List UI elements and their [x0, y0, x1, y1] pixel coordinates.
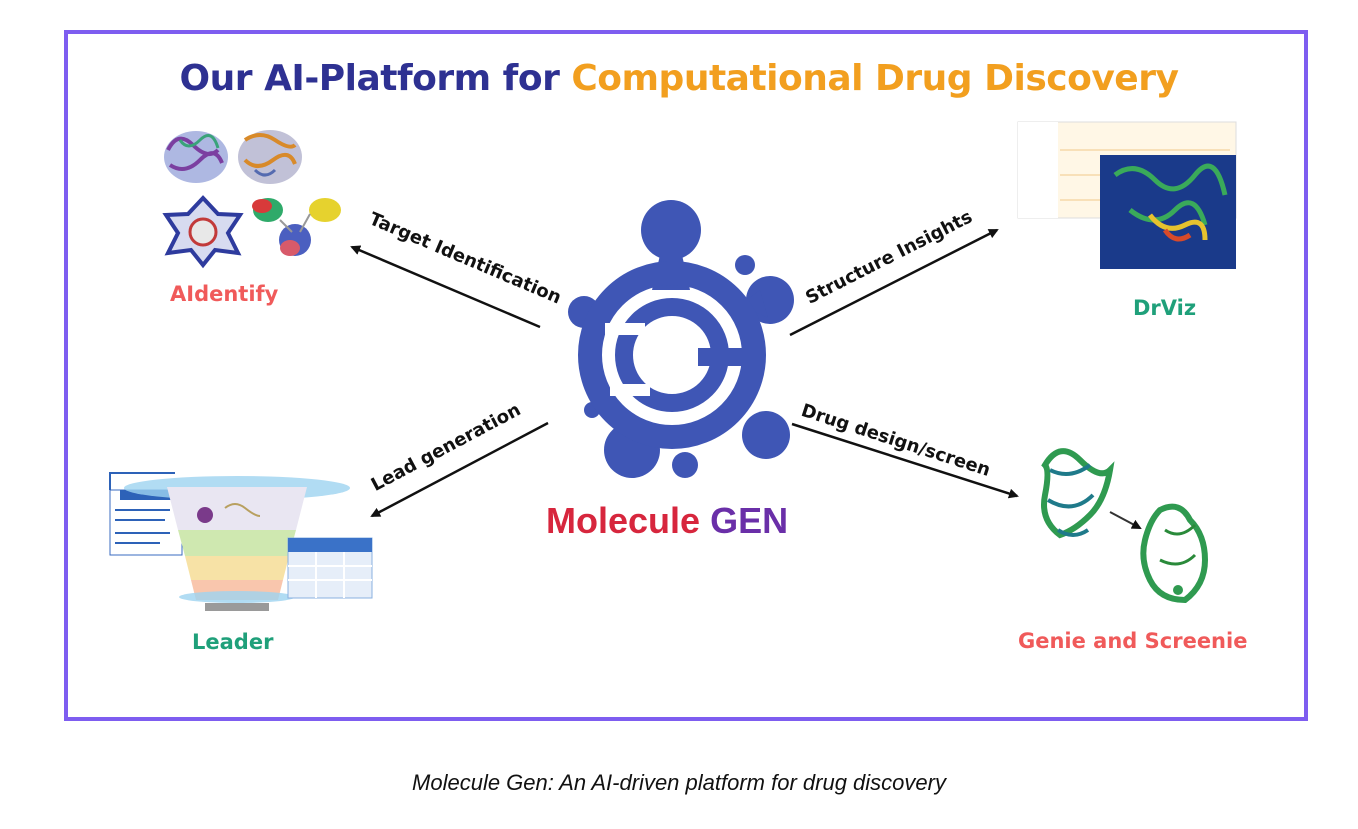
arrow-drug-design [791, 422, 1019, 499]
leader-funnel-diagram [109, 472, 373, 611]
protein-structure-4 [252, 198, 341, 256]
protein-structure-1 [164, 131, 228, 183]
aidentify-protein-images [162, 130, 341, 269]
module-label-aidentify: AIdentify [170, 282, 279, 306]
brand-part1: Molecule [546, 500, 701, 541]
module-label-leader: Leader [192, 630, 274, 654]
arrow-lead-generation [370, 421, 549, 518]
protein-structure-2 [238, 130, 302, 184]
title-primary: Our AI-Platform for [179, 58, 560, 99]
arrow-structure-insights [789, 228, 999, 337]
figure-caption: Molecule Gen: An AI-driven platform for … [412, 770, 946, 795]
drviz-screenshots [1017, 121, 1237, 269]
center-brand-label: Molecule GEN [546, 500, 788, 542]
module-label-drviz: DrViz [1133, 296, 1197, 320]
protein-structure-3 [162, 195, 244, 269]
arrow-target-identification [350, 245, 541, 329]
brand-part2: GEN [710, 500, 789, 541]
diagram-title: Our AI-Platform for Computational Drug D… [0, 58, 1358, 99]
molecule-g-logo-icon [568, 200, 794, 478]
module-label-genie-screenie: Genie and Screenie [1018, 629, 1248, 653]
title-accent: Computational Drug Discovery [571, 58, 1179, 99]
genie-screenie-protein-images [1041, 448, 1209, 604]
